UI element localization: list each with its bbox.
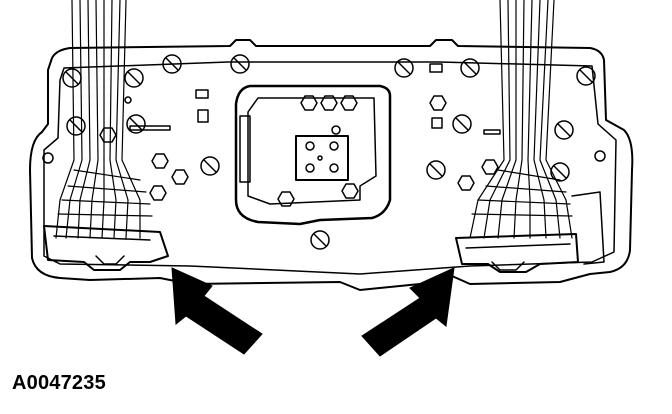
hex-nuts-right	[429, 95, 499, 191]
right-bracket	[571, 191, 605, 265]
center-hex-nuts	[277, 95, 359, 207]
center-square-pad	[295, 135, 349, 181]
arrow-right-icon	[361, 267, 455, 357]
bulb-sockets-right	[394, 58, 596, 182]
center-screws	[305, 125, 341, 173]
connector-right	[455, 233, 579, 273]
small-components-left	[124, 89, 209, 123]
cluster-inner-rim	[43, 61, 617, 275]
connector-right-detail	[465, 243, 571, 271]
connector-left	[43, 225, 169, 271]
arrow-left-icon	[171, 267, 263, 355]
small-components-right	[42, 63, 606, 164]
center-plate-inner	[247, 97, 377, 205]
wire-harness-right	[469, 0, 573, 239]
wire-harness-left	[55, 0, 153, 239]
center-mount-plate	[234, 84, 392, 226]
connector-left-detail	[53, 235, 151, 265]
hex-nuts-left	[99, 127, 189, 201]
figure-id-label: A0047235	[12, 372, 106, 394]
left-clip	[129, 125, 171, 131]
plate-slot	[239, 115, 251, 183]
cluster-housing-outline	[29, 39, 634, 291]
